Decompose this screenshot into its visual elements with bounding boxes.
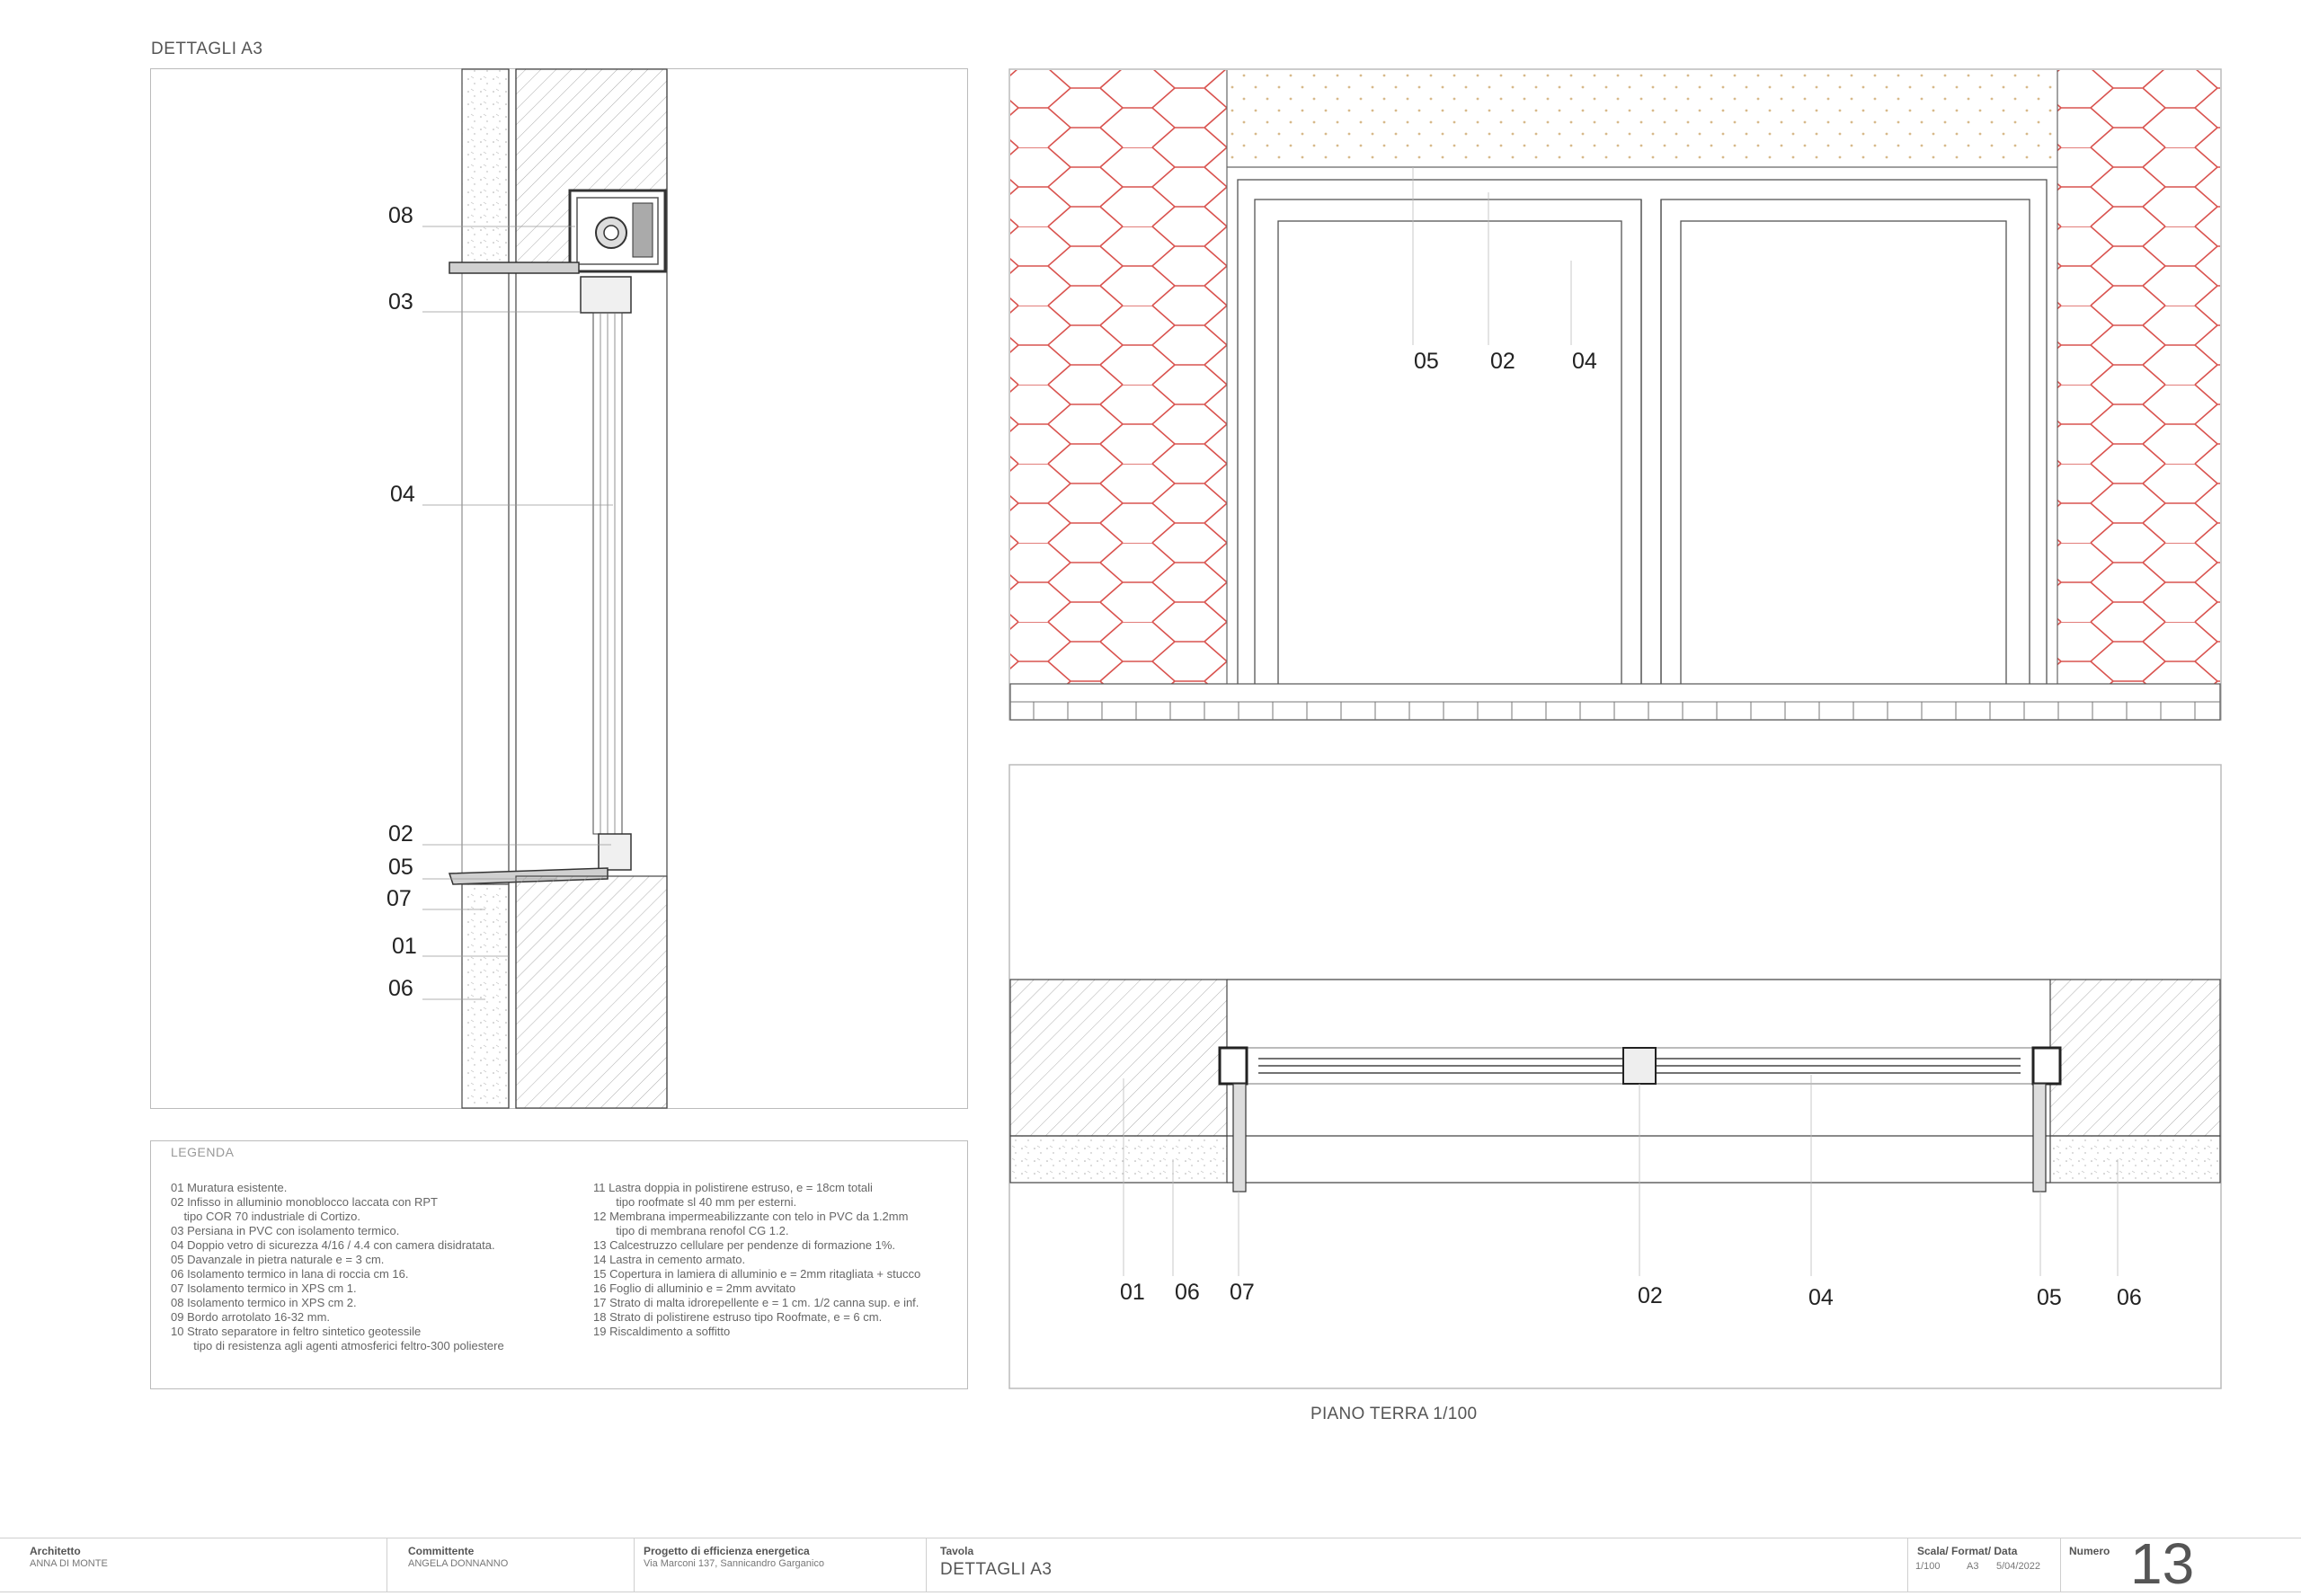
plan-label-05: 05	[2037, 1285, 2062, 1310]
elevation-label-04: 04	[1572, 349, 1597, 374]
architect-name: ANNA DI MONTE	[30, 1558, 108, 1569]
legend-frame	[150, 1140, 968, 1389]
architect-heading: Architetto	[30, 1545, 81, 1557]
label-01: 01	[392, 934, 417, 959]
date-value: 5/04/2022	[1996, 1561, 2040, 1572]
elevation-label-02: 02	[1490, 349, 1515, 374]
legend-title: LEGENDA	[171, 1145, 235, 1159]
client-heading: Committente	[408, 1545, 475, 1557]
title-block-separator	[2060, 1538, 2061, 1592]
table-title: DETTAGLI A3	[940, 1560, 1053, 1579]
label-06: 06	[388, 976, 413, 1001]
title-block-separator	[634, 1538, 635, 1592]
project-address: Via Marconi 137, Sannicandro Garganico	[644, 1558, 824, 1569]
client-name: ANGELA DONNANNO	[408, 1558, 509, 1569]
plan-label-06b: 06	[2117, 1285, 2142, 1310]
label-04: 04	[390, 482, 415, 507]
plan-label-06: 06	[1175, 1280, 1200, 1305]
plan-label-07: 07	[1230, 1280, 1255, 1305]
elevation-label-05: 05	[1414, 349, 1439, 374]
number-heading: Numero	[2069, 1545, 2110, 1557]
label-05: 05	[388, 855, 413, 880]
sheet-number: 13	[2130, 1531, 2195, 1596]
format-value: A3	[1967, 1561, 1979, 1572]
label-07: 07	[386, 886, 412, 911]
plan-label-02: 02	[1638, 1283, 1663, 1308]
sheet-title: DETTAGLI A3	[151, 40, 263, 58]
legend-column-1: 01 Muratura esistente. 02 Infisso in all…	[171, 1181, 504, 1352]
title-block-separator	[386, 1538, 387, 1592]
legend-column-2: 11 Lastra doppia in polistirene estruso,…	[593, 1181, 921, 1338]
drawing-caption: PIANO TERRA 1/100	[1310, 1405, 1478, 1423]
title-block-separator	[1907, 1538, 1908, 1592]
label-03: 03	[388, 289, 413, 315]
plan-label-01: 01	[1120, 1280, 1145, 1305]
label-02: 02	[388, 821, 413, 847]
scale-heading: Scala/ Format/ Data	[1917, 1545, 2018, 1557]
project-heading: Progetto di efficienza energetica	[644, 1545, 810, 1557]
label-08: 08	[388, 203, 413, 228]
plan-label-04: 04	[1808, 1285, 1834, 1310]
title-block-separator	[926, 1538, 927, 1592]
scale-value: 1/100	[1915, 1561, 1941, 1572]
table-heading: Tavola	[940, 1545, 974, 1557]
